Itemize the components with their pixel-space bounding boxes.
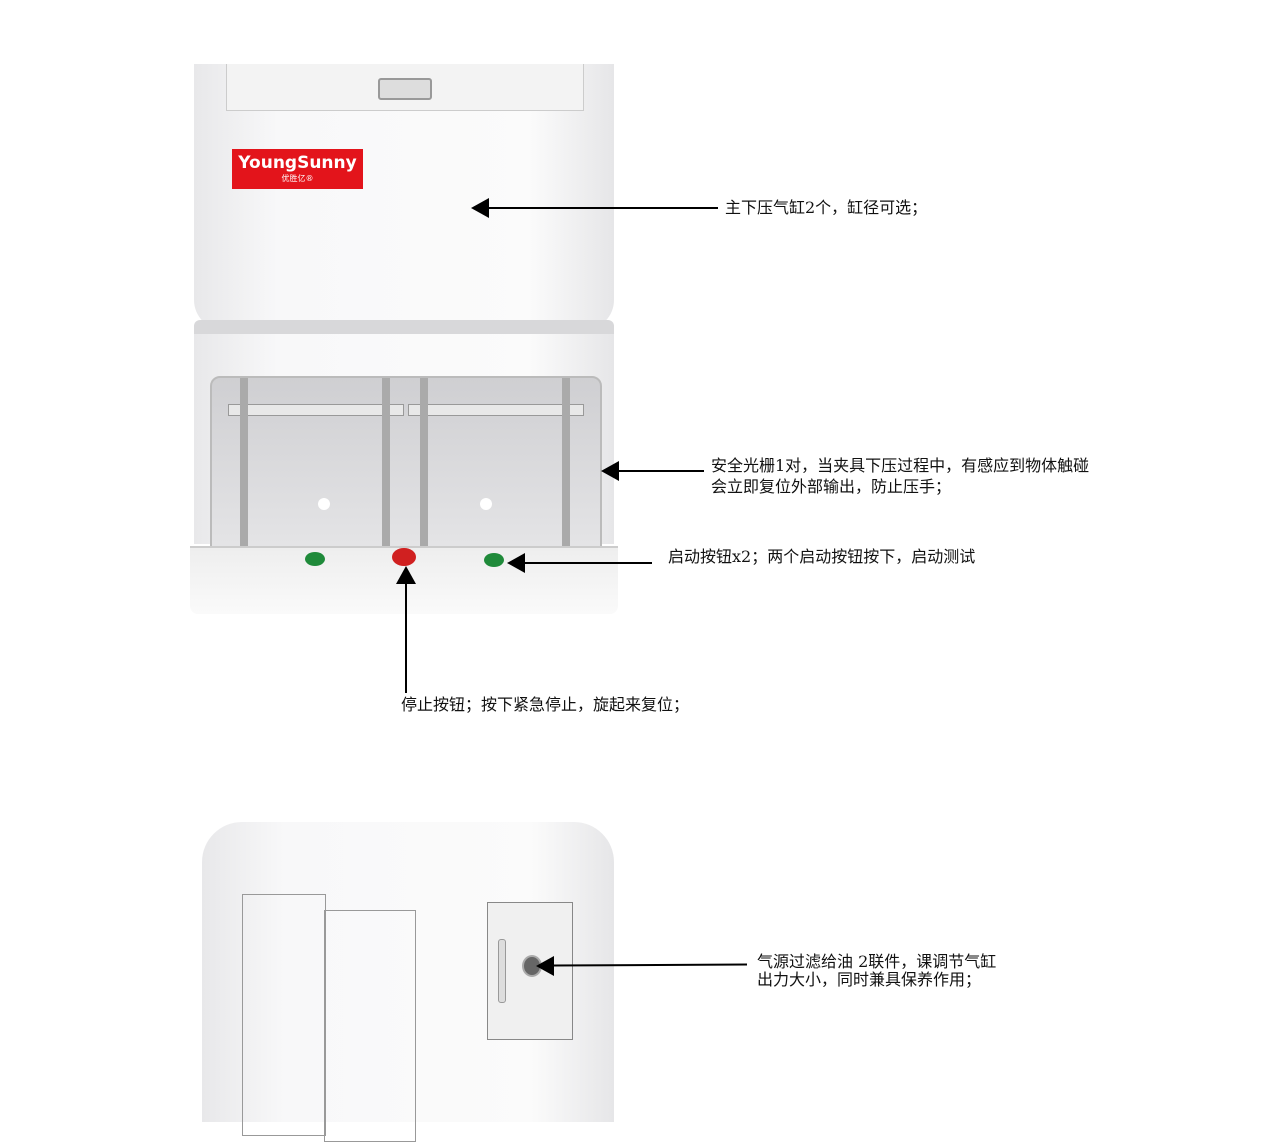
arrow-air-filter xyxy=(536,956,554,976)
leader-line xyxy=(618,470,704,472)
air-filter-label-1: 气源过滤给油 2联件，课调节气缸 xyxy=(757,952,997,971)
stop-button-label: 停止按钮；按下紧急停止，旋起来复位； xyxy=(401,695,690,714)
leader-line xyxy=(552,963,748,967)
work-chamber xyxy=(210,376,602,548)
air-filter-label-2: 出力大小，同时兼具保养作用； xyxy=(757,970,982,989)
start-button-left[interactable] xyxy=(305,552,325,566)
filter-panel xyxy=(487,902,573,1040)
leader-line xyxy=(488,207,718,209)
brand-logo: YoungSunny 优胜亿® xyxy=(232,149,363,189)
arrow-cylinders xyxy=(471,198,489,218)
arrow-stop xyxy=(396,566,416,584)
stop-button[interactable] xyxy=(392,548,416,566)
brand-name: YoungSunny xyxy=(238,153,357,173)
shelf xyxy=(194,320,614,334)
start-button-right[interactable] xyxy=(484,553,504,567)
cylinders-label: 主下压气缸2个，缸径可选； xyxy=(725,198,928,217)
arrow-start xyxy=(507,553,525,573)
handle xyxy=(378,78,432,100)
start-buttons-label: 启动按钮x2；两个启动按钮按下，启动测试 xyxy=(668,547,976,566)
leader-line xyxy=(524,562,652,564)
arrow-light-curtain xyxy=(601,461,619,481)
leader-line xyxy=(405,583,407,693)
light-curtain-label-2: 会立即复位外部输出，防止压手； xyxy=(711,477,952,496)
press-machine xyxy=(194,64,614,330)
cabinet-door-right xyxy=(324,910,416,1142)
brand-cn-name: 优胜亿® xyxy=(281,174,314,183)
light-curtain-label-1: 安全光栅1对，当夹具下压过程中，有感应到物体触碰 xyxy=(711,456,1090,475)
cabinet-door-left xyxy=(242,894,326,1136)
